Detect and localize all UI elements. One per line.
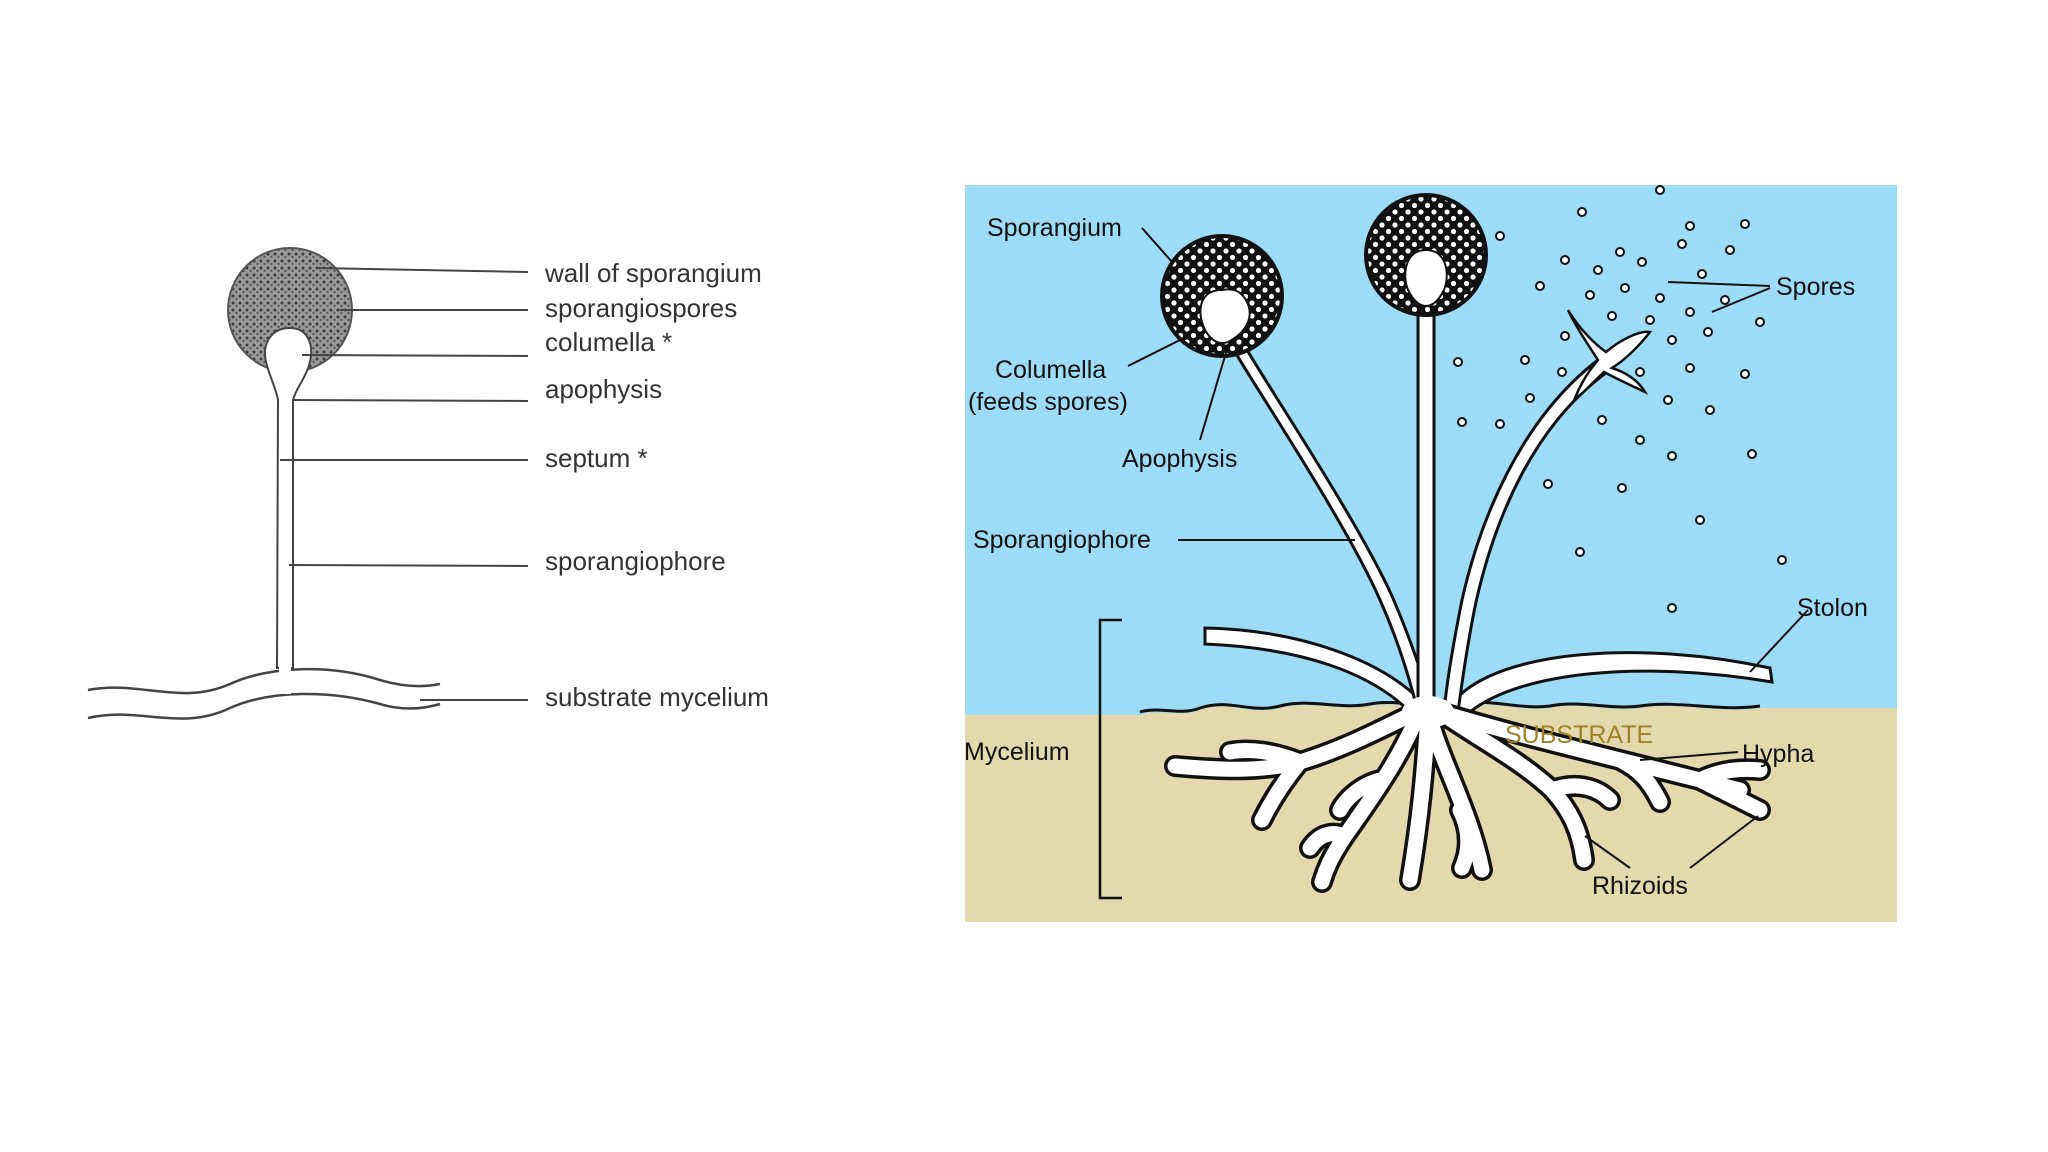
label-mycelium: Mycelium (964, 738, 1070, 766)
label-columella-note: (feeds spores) (968, 388, 1128, 416)
label-apophysis: Apophysis (1122, 445, 1237, 473)
left-diagram: wall of sporangium sporangiospores colum… (88, 248, 769, 719)
label-stolon: Stolon (1797, 594, 1868, 622)
left-substrate-mycelium-lower (88, 694, 440, 719)
label-septum: septum * (545, 443, 648, 473)
left-sporangiophore (265, 328, 311, 668)
label-sporangiophore: sporangiophore (545, 546, 726, 576)
left-substrate-mycelium (88, 669, 440, 693)
label-substrate-mycelium: substrate mycelium (545, 682, 769, 712)
label-sporangiospores: sporangiospores (545, 293, 737, 323)
label-sporangiophore: Sporangiophore (973, 526, 1151, 554)
label-apophysis: apophysis (545, 374, 662, 404)
right-diagram: Sporangium Columella (feeds spores) Apop… (964, 185, 1897, 922)
label-spores: Spores (1776, 273, 1855, 301)
sporangiophore-middle (1418, 305, 1434, 712)
label-columella: columella * (545, 327, 672, 357)
label-hypha: Hypha (1742, 740, 1814, 768)
label-columella: Columella (995, 356, 1106, 384)
label-substrate: SUBSTRATE (1505, 721, 1653, 749)
label-sporangium: Sporangium (987, 214, 1122, 242)
label-wall-of-sporangium: wall of sporangium (544, 258, 762, 288)
label-rhizoids: Rhizoids (1592, 872, 1688, 900)
columella-middle (1405, 250, 1446, 306)
